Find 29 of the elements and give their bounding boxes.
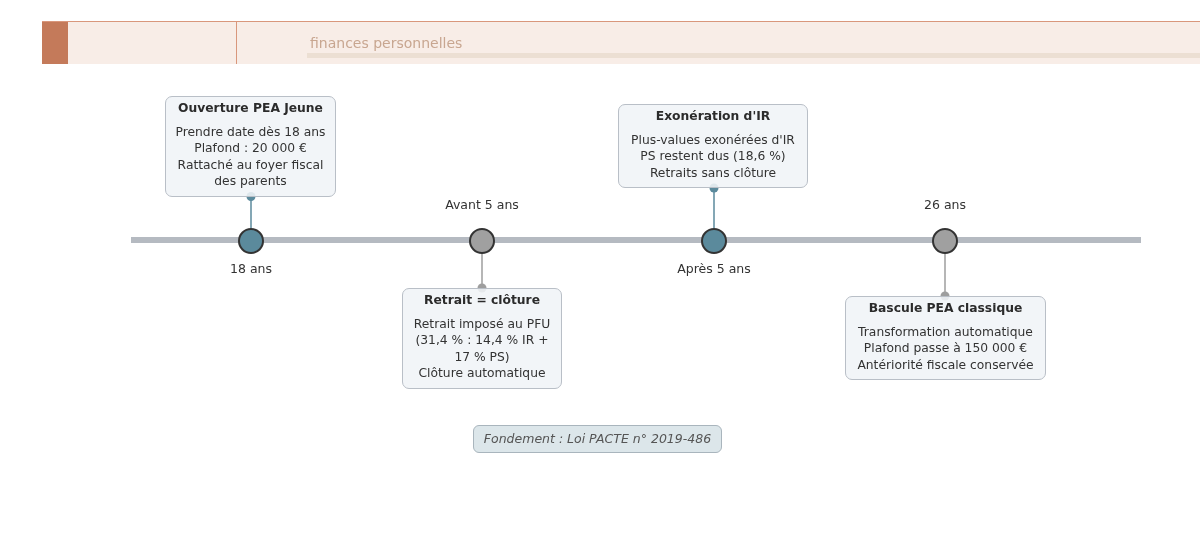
milestone-circle <box>932 228 958 254</box>
callout-box <box>618 104 808 188</box>
milestone-circle <box>701 228 727 254</box>
callout-text: Rattaché au foyer fiscal des parents <box>176 156 325 190</box>
tagline: finances personnelles <box>310 34 463 52</box>
callout-text: Retrait imposé au PFU (31,4 % : 14,4 % IR + 17 % PS) <box>412 315 552 365</box>
callout-text: Plus-values exonérées d'IR <box>630 131 796 148</box>
milestone-label: Après 5 ans <box>677 261 751 277</box>
callout-text: PS restent dus (18,6 %) <box>639 148 787 165</box>
callout-title: Bascule PEA classique <box>867 300 1024 317</box>
milestone-circle <box>469 228 495 254</box>
milestone-label: 26 ans <box>924 197 966 213</box>
callout-text: Antériorité fiscale conservée <box>856 356 1035 373</box>
source-note: Fondement : Loi PACTE n° 2019-486 <box>473 425 722 453</box>
callout-title: Exonération d'IR <box>654 108 772 125</box>
callout-title: Retrait = clôture <box>423 292 541 309</box>
callout-box <box>845 296 1046 380</box>
callout-text: Plafond : 20 000 € <box>193 140 308 157</box>
milestone-circle <box>238 228 264 254</box>
milestone-label: Avant 5 ans <box>445 197 519 213</box>
callout-text: Plafond passe à 150 000 € <box>862 340 1029 357</box>
callout-text: Clôture automatique <box>417 365 547 382</box>
callout-box <box>165 96 336 197</box>
callout-text: Prendre date dès 18 ans <box>174 123 327 140</box>
callout-text: Retraits sans clôture <box>648 164 778 181</box>
callout-text: Transformation automatique <box>857 323 1034 340</box>
callout-box <box>402 288 562 389</box>
callout-title: Ouverture PEA Jeune <box>177 100 324 117</box>
milestone-label: 18 ans <box>230 261 272 277</box>
